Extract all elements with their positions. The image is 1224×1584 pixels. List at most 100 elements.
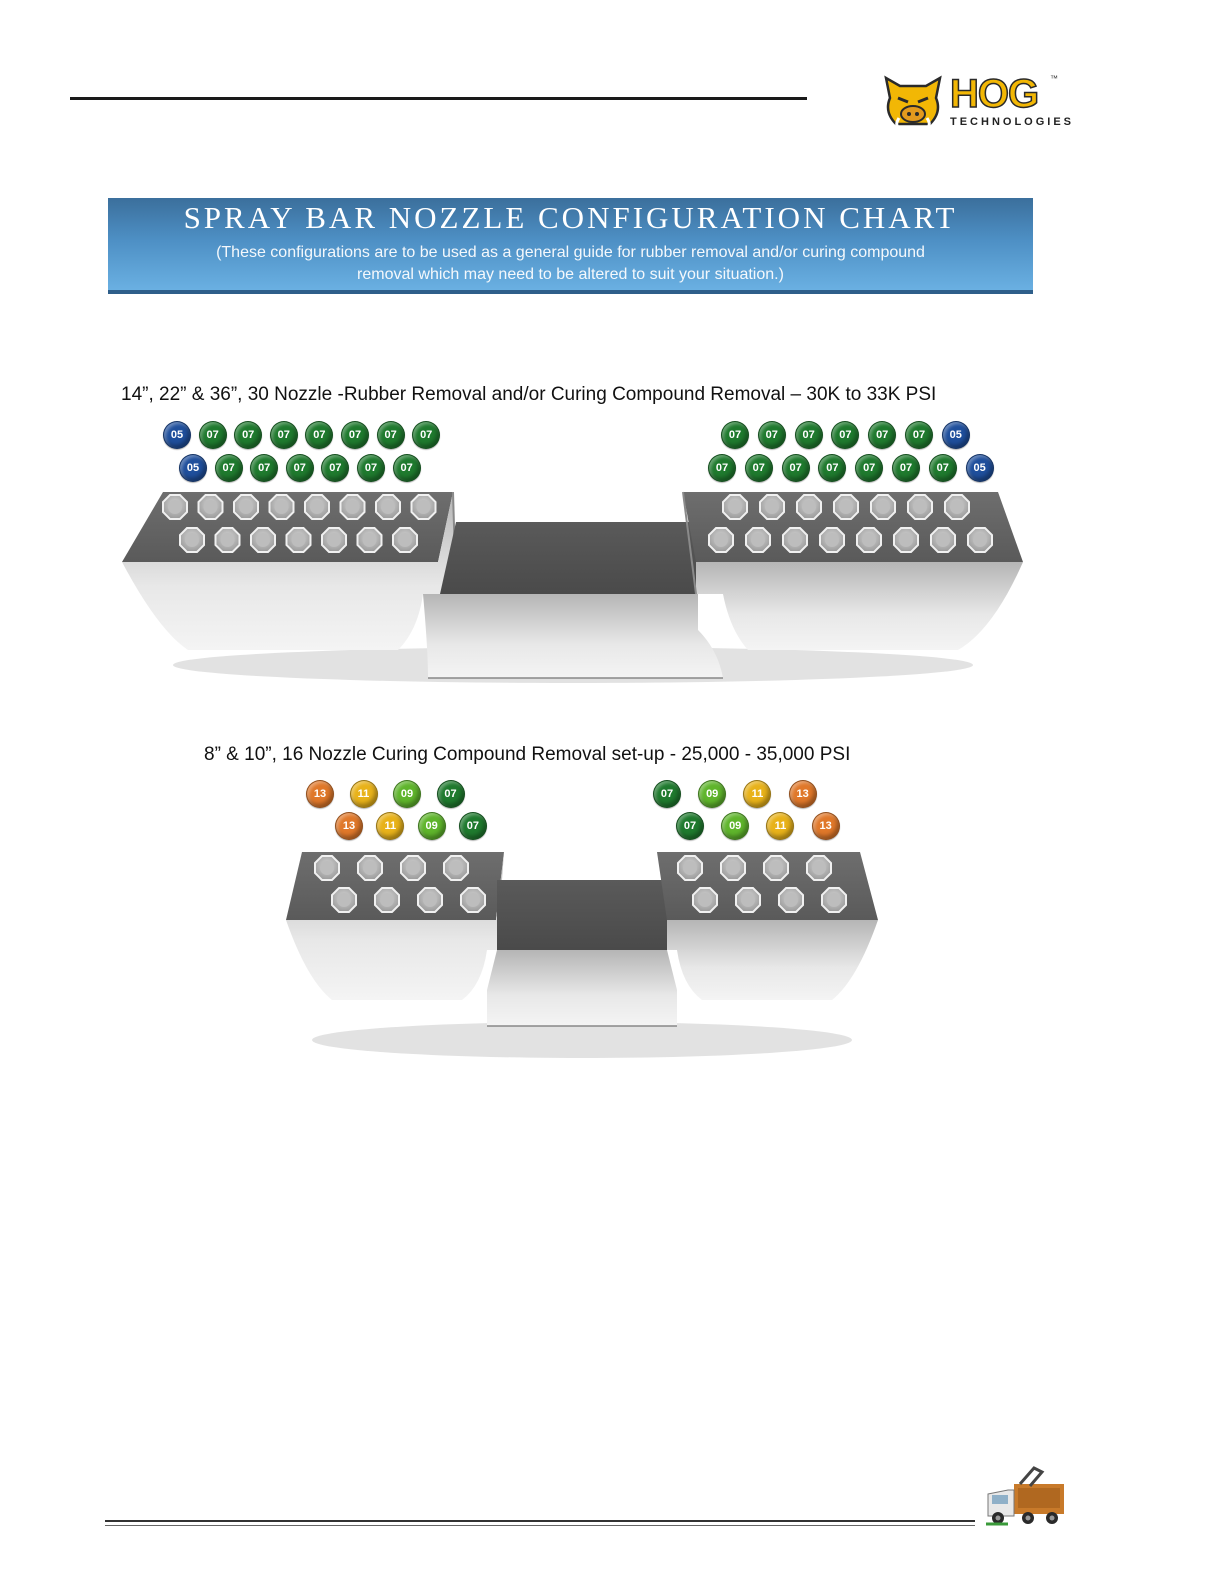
nozzle-hole-center xyxy=(950,500,964,514)
nozzle-hole-center xyxy=(714,533,728,547)
nozzle-hole-center xyxy=(899,533,913,547)
nozzle-hole-center xyxy=(466,893,480,907)
nozzle-badge: 13 xyxy=(335,812,363,840)
nozzle-badge: 07 xyxy=(653,780,681,808)
nozzle-badge: 07 xyxy=(818,454,847,482)
nozzle-badge: 07 xyxy=(744,454,773,482)
hog-head-icon xyxy=(884,75,942,130)
config2-left-top-row: 13 11 09 07 xyxy=(306,780,510,810)
nozzle-badge: 07 xyxy=(357,454,385,482)
nozzle-hole-center xyxy=(827,893,841,907)
header-rule xyxy=(70,97,807,100)
chart-banner: SPRAY BAR NOZZLE CONFIGURATION CHART (Th… xyxy=(108,198,1033,294)
nozzle-badge: 09 xyxy=(393,780,421,808)
nozzle-hole-center xyxy=(788,533,802,547)
nozzle-badge: 09 xyxy=(721,812,750,840)
nozzle-badge: 07 xyxy=(269,421,298,449)
spray-bar-16-nozzle xyxy=(286,852,878,1058)
nozzle-hole-center xyxy=(876,500,890,514)
nozzle-hole-center xyxy=(345,500,360,514)
nozzle-hole-center xyxy=(416,500,431,514)
nozzle-hole-center xyxy=(802,500,816,514)
nozzle-badge: 07 xyxy=(928,454,957,482)
config2-right-top-row: 07 09 11 13 xyxy=(653,780,864,810)
nozzle-badge: 09 xyxy=(417,812,446,840)
nozzle-badge: 07 xyxy=(831,421,860,449)
nozzle-badge: 11 xyxy=(766,812,795,840)
nozzle-hole-center xyxy=(256,533,270,547)
nozzle-hole-center xyxy=(728,500,742,514)
nozzle-badge: 07 xyxy=(905,421,933,449)
nozzle-badge: 07 xyxy=(412,421,441,449)
nozzle-hole-center xyxy=(812,861,826,875)
nozzle-badge: 05 xyxy=(163,421,191,449)
footer-rule xyxy=(105,1520,975,1522)
nozzle-hole-center xyxy=(274,500,289,514)
nozzle-hole-center xyxy=(220,533,235,547)
nozzle-badge: 07 xyxy=(250,454,279,482)
nozzle-badge: 05 xyxy=(965,454,994,482)
nozzle-badge: 11 xyxy=(743,780,772,808)
nozzle-badge: 05 xyxy=(179,454,207,482)
nozzle-badge: 07 xyxy=(436,780,465,808)
logo-trademark: ™ xyxy=(1050,74,1058,83)
nozzle-hole-center xyxy=(784,893,798,907)
nozzle-hole-center xyxy=(291,533,306,547)
nozzle-hole-center xyxy=(423,893,437,907)
nozzle-badge: 07 xyxy=(458,812,487,840)
nozzle-hole-center xyxy=(741,893,755,907)
nozzle-hole-center xyxy=(239,500,253,514)
nozzle-hole-center xyxy=(769,861,783,875)
nozzle-hole-center xyxy=(363,861,377,875)
banner-title: SPRAY BAR NOZZLE CONFIGURATION CHART xyxy=(183,200,958,235)
nozzle-badge: 07 xyxy=(708,454,736,482)
nozzle-badge: 07 xyxy=(781,454,810,482)
nozzle-badge: 07 xyxy=(305,421,334,449)
nozzle-hole-center xyxy=(825,533,839,547)
hog-technologies-logo: HOG ™ TECHNOLOGIES xyxy=(880,72,1071,132)
truck-icon xyxy=(986,1466,1064,1526)
nozzle-hole-center xyxy=(765,500,779,514)
nozzle-hole-center xyxy=(751,533,765,547)
nozzle-badge: 05 xyxy=(941,421,970,449)
nozzle-badge: 07 xyxy=(321,454,350,482)
logo-wordmark: HOG xyxy=(949,72,1040,116)
nozzle-hole-center xyxy=(185,533,199,547)
nozzle-badge: 13 xyxy=(306,780,334,808)
nozzle-hole-center xyxy=(449,861,463,875)
nozzle-badge: 07 xyxy=(214,454,243,482)
config2-heading: 8” & 10”, 16 Nozzle Curing Compound Remo… xyxy=(204,744,851,765)
nozzle-hole-center xyxy=(406,861,420,875)
banner-subtitle-line1: (These configurations are to be used as … xyxy=(216,244,925,261)
nozzle-hole-center xyxy=(168,500,182,514)
nozzle-hole-center xyxy=(380,893,394,907)
nozzle-badge: 07 xyxy=(676,812,704,840)
nozzle-hole-center xyxy=(203,500,218,514)
nozzle-badge: 07 xyxy=(868,421,897,449)
footer-rule-thin xyxy=(105,1525,975,1526)
nozzle-badge: 11 xyxy=(349,780,378,808)
nozzle-hole-center xyxy=(381,500,395,514)
nozzle-badge: 07 xyxy=(234,421,263,449)
nozzle-badge: 09 xyxy=(698,780,727,808)
nozzle-hole-center xyxy=(913,500,927,514)
spray-bar-30-nozzle xyxy=(122,491,1023,683)
nozzle-badge: 07 xyxy=(198,421,227,449)
nozzle-badge: 07 xyxy=(721,421,749,449)
config2-left-bottom-row: 13 11 09 07 xyxy=(335,812,530,842)
nozzle-badge: 07 xyxy=(757,421,786,449)
nozzle-hole-center xyxy=(726,861,740,875)
nozzle-hole-center xyxy=(683,861,697,875)
nozzle-badge: 11 xyxy=(376,812,405,840)
nozzle-badge: 07 xyxy=(376,421,405,449)
banner-subtitle-line2: removal which may need to be altered to … xyxy=(357,266,784,283)
nozzle-hole-center xyxy=(698,893,712,907)
nozzle-hole-center xyxy=(839,500,853,514)
nozzle-hole-center xyxy=(862,533,876,547)
nozzle-badge: 13 xyxy=(788,780,817,808)
nozzle-hole-center xyxy=(320,861,334,875)
